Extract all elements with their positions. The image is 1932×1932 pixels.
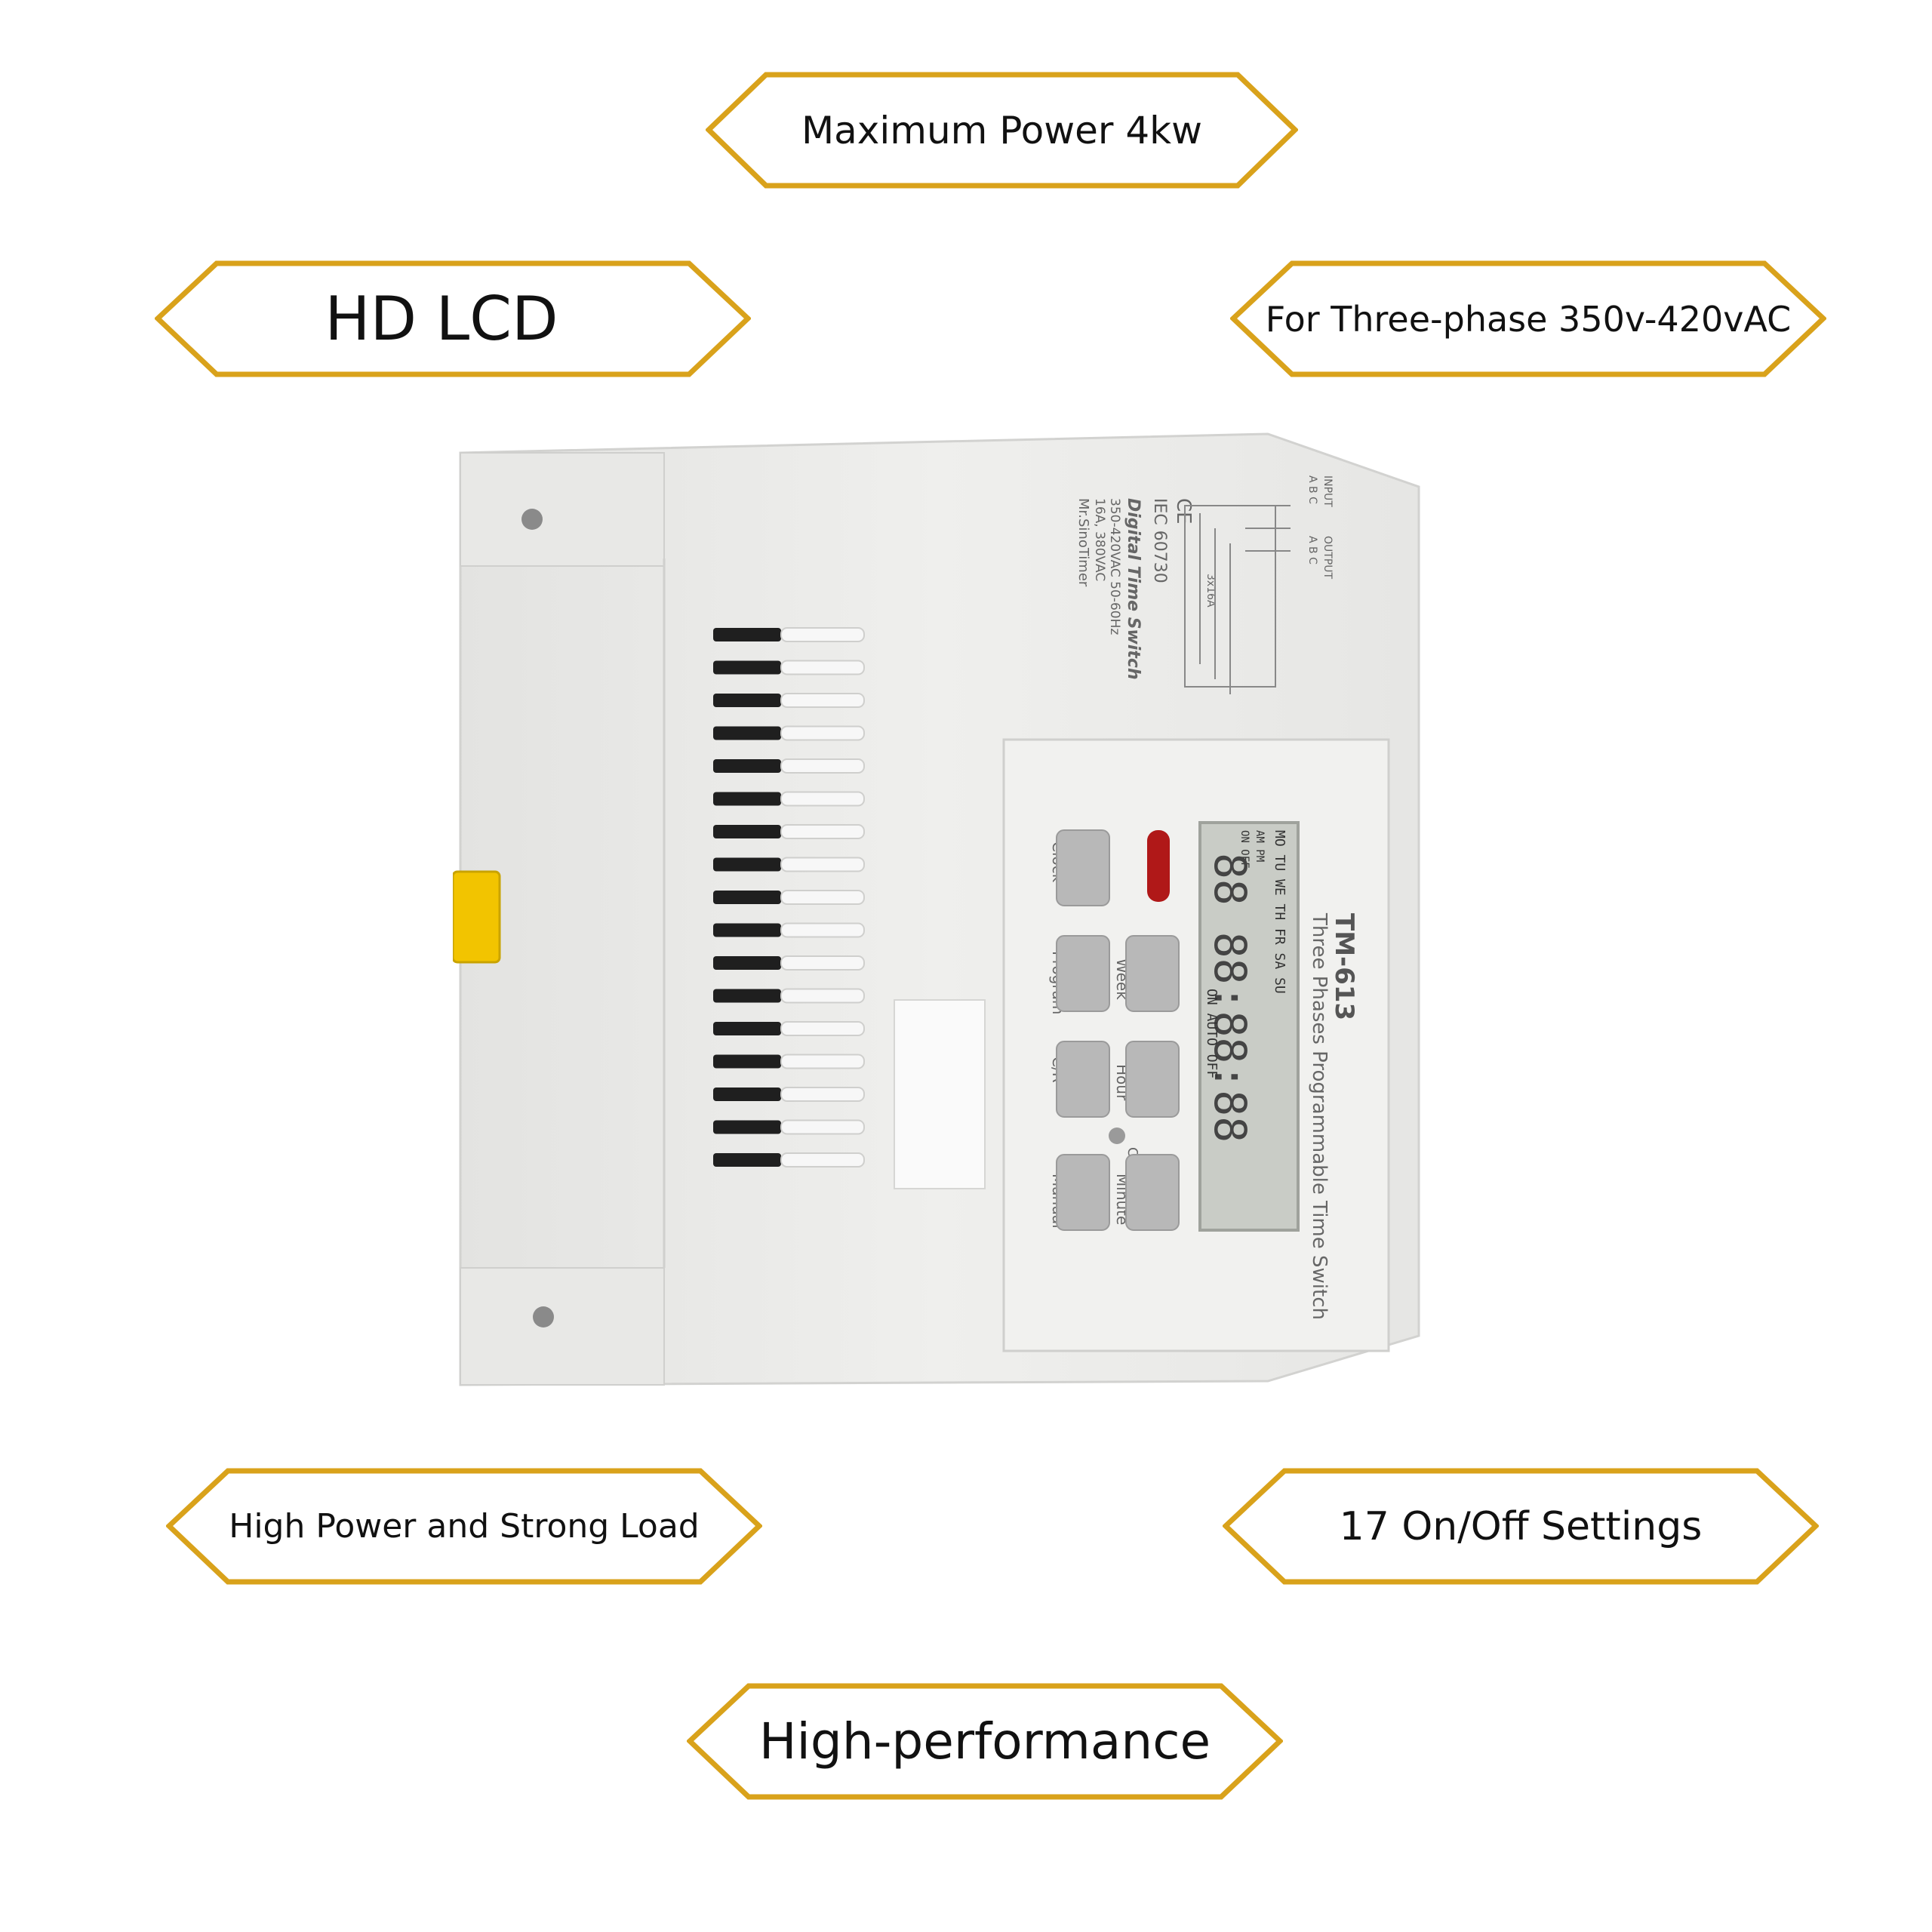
mount-bottom [460, 1267, 665, 1386]
vent-slot-edge [780, 1054, 865, 1069]
badge-label: Maximum Power 4kw [801, 108, 1202, 152]
model-name: TM-613 [1329, 913, 1359, 1020]
power-led-icon [1147, 830, 1170, 902]
label-iec: IEC 60730 [1150, 498, 1169, 583]
vent-slot [713, 726, 781, 740]
vent-slots [713, 627, 865, 1168]
vent-slot-edge [780, 660, 865, 675]
vent-slot-edge [780, 627, 865, 642]
vent-slot [713, 1153, 781, 1167]
badge-high-power: High Power and Strong Load [166, 1468, 762, 1585]
screw-hole-icon [521, 509, 543, 530]
hexagon-frame [706, 72, 1298, 189]
minute-button[interactable] [1125, 1154, 1180, 1231]
lcd-days: MO TU WE TH FR SA SU [1272, 830, 1287, 994]
wiring-output: OUTPUT [1321, 536, 1334, 580]
vent-slot [713, 792, 781, 806]
vent-slot [713, 825, 781, 838]
vent-slot [713, 759, 781, 773]
manual-button[interactable] [1056, 1154, 1110, 1231]
hexagon-frame [1223, 1468, 1819, 1585]
hexagon-frame [1230, 260, 1826, 377]
wiring-input: INPUT [1321, 475, 1334, 507]
lcd-digits: 88 88:88:88 [1204, 853, 1256, 1143]
vent-slot-edge [780, 890, 865, 905]
hour-button[interactable] [1125, 1041, 1180, 1118]
label-voltage: 350-420VAC 50-60Hz [1107, 498, 1122, 635]
timer-device: TM-613 Three Phases Programmable Time Sw… [453, 432, 1420, 1386]
vent-slot-edge [780, 1152, 865, 1168]
button-grid [1056, 829, 1180, 1231]
badge-three-phase: For Three-phase 350v-420vAC [1230, 260, 1826, 377]
badge-settings: 17 On/Off Settings [1223, 1468, 1819, 1585]
badge-performance: High-performance [687, 1683, 1283, 1800]
vent-slot-edge [780, 1119, 865, 1135]
vent-slot-edge [780, 725, 865, 741]
model-subtitle: Three Phases Programmable Time Switch [1308, 912, 1331, 1320]
clock-button[interactable] [1056, 829, 1110, 906]
vent-slot [713, 660, 781, 675]
badge-hd-lcd: HD LCD [155, 260, 751, 377]
vent-slot-edge [780, 857, 865, 872]
vent-slot [713, 923, 781, 937]
label-maker: Mr.SinoTimer [1075, 498, 1091, 587]
wiring-abc-out: A B C [1306, 536, 1318, 565]
label-type: Digital Time Switch [1124, 498, 1143, 680]
badge-label: 17 On/Off Settings [1339, 1503, 1703, 1549]
reset-button[interactable] [1109, 1128, 1125, 1144]
badge-label: High Power and Strong Load [229, 1507, 700, 1546]
vent-slot-edge [780, 988, 865, 1004]
hexagon-frame [155, 260, 751, 377]
vent-slot [713, 1054, 781, 1069]
badge-label: For Three-phase 350v-420vAC [1265, 298, 1792, 340]
program-button[interactable] [1056, 935, 1110, 1012]
screw-hole-icon [533, 1306, 554, 1327]
label-ce: CE [1172, 498, 1195, 525]
vent-slot-edge [780, 693, 865, 708]
lcd-screen [1198, 821, 1300, 1232]
vent-slot-edge [780, 791, 865, 807]
badge-label: High-performance [758, 1712, 1211, 1770]
label-current: 16A, 380VAC [1092, 498, 1107, 581]
hexagon-frame [687, 1683, 1283, 1800]
week-button[interactable] [1125, 935, 1180, 1012]
din-clip [453, 870, 501, 964]
mount-top [460, 452, 665, 567]
wiring-rating: 3x16A [1204, 574, 1217, 608]
badge-label: HD LCD [325, 284, 558, 354]
vent-slot [713, 1088, 781, 1101]
vent-slot [713, 1120, 781, 1134]
wiring-abc-in: A B C [1306, 475, 1318, 504]
vent-slot [713, 694, 781, 707]
hexagon-frame [166, 1468, 762, 1585]
badge-max-power: Maximum Power 4kw [706, 72, 1298, 189]
cr-button[interactable] [1056, 1041, 1110, 1118]
vent-slot [713, 956, 781, 970]
wiring-diagram [1184, 505, 1291, 694]
vent-slot-edge [780, 1087, 865, 1102]
vent-slot [713, 989, 781, 1003]
lcd-onoff: ON OFF [1238, 830, 1251, 869]
vent-slot-edge [780, 758, 865, 774]
vent-slot-edge [780, 824, 865, 839]
lcd-ampm: AM PM [1254, 830, 1266, 862]
vent-slot-edge [780, 922, 865, 938]
vent-slot [713, 857, 781, 872]
blank-label [894, 999, 986, 1189]
vent-slot [713, 628, 781, 641]
lcd-modes: ON AUTO OFF [1204, 989, 1220, 1078]
vent-slot [713, 1022, 781, 1035]
vent-slot-edge [780, 955, 865, 971]
vent-slot-edge [780, 1021, 865, 1036]
vent-slot [713, 891, 781, 904]
